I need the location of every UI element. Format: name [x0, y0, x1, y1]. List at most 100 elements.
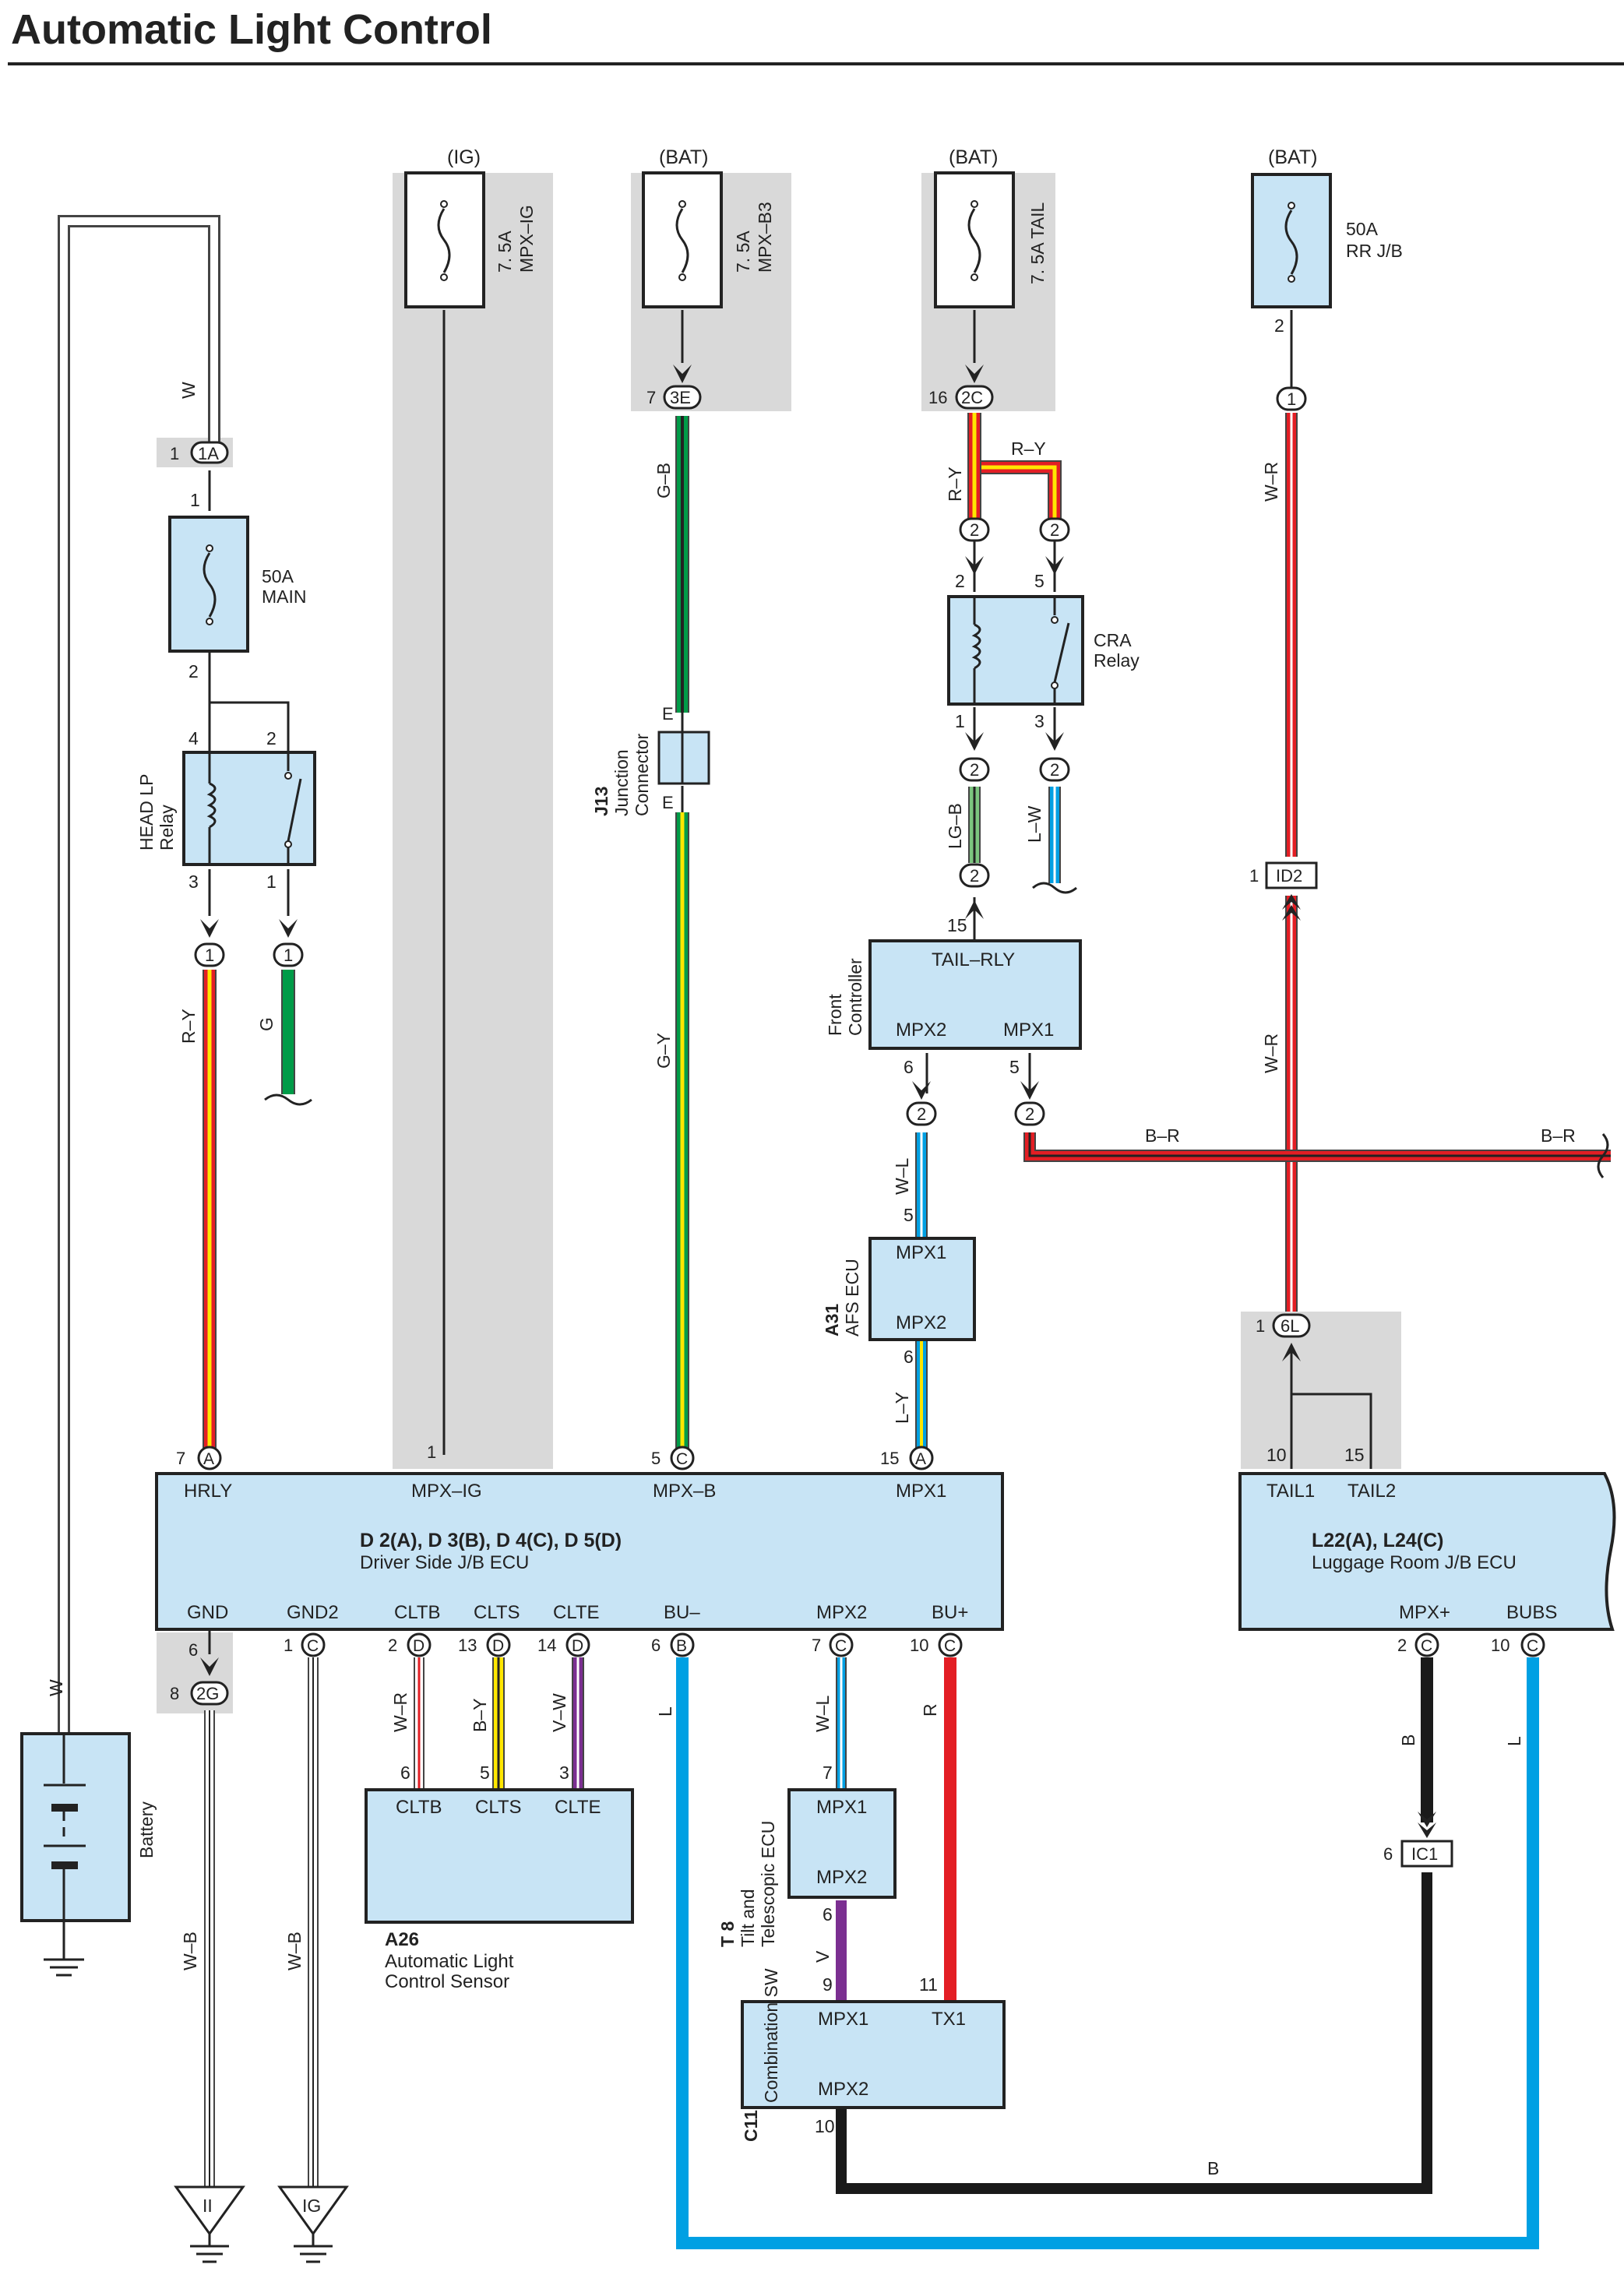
wire-label-r-y-head: R–Y	[178, 1009, 199, 1044]
ecu-pin-c-gnd2-conn: C	[307, 1637, 319, 1655]
driver-ecu-line2: Driver Side J/B ECU	[360, 1552, 529, 1573]
ecu-pin-c-mpx2-conn: C	[835, 1637, 847, 1655]
connector-ic1-name: IC1	[1411, 1844, 1438, 1864]
front-controller-mpx1: MPX1	[1003, 1020, 1054, 1041]
fuse-main-rating: 50A	[262, 566, 294, 586]
connector-2-c-name: 2	[970, 760, 979, 780]
j13-label-b: Connector	[632, 734, 652, 816]
comb-sw-tx1: TX1	[932, 2009, 966, 2030]
driver-ecu-clte: CLTE	[553, 1602, 600, 1623]
luggage-ecu-line1: L22(A), L24(C)	[1312, 1530, 1443, 1551]
j13-code: J13	[591, 787, 611, 816]
ecu-pin-c-mpx2	[829, 1632, 854, 1657]
luggage-ecu-line2: Luggage Room J/B ECU	[1312, 1552, 1517, 1573]
luggage-pin-c-bubs-conn: C	[1527, 1637, 1538, 1655]
tilt-ecu-pin-7: 7	[823, 1763, 833, 1783]
tilt-ecu-mpx2: MPX2	[816, 1867, 867, 1888]
tilt-telescopic-ecu: MPX1 MPX2 7 6 T 8 Tilt and Telescopic EC…	[717, 1763, 897, 1947]
wire-label-w-top: W	[178, 382, 199, 399]
ecu-pin-c-bu-plus-num: 10	[910, 1636, 928, 1655]
fuse-rr-jb-rating: 50A	[1346, 219, 1379, 239]
ecu-pin-connectors: A 7 1 C 5 A 15 6 C 1 D 2 D 13 D 14 B 6 C…	[176, 1442, 1545, 1660]
fuse-mpx-ig-name: MPX–IG	[516, 205, 537, 273]
connector-id2	[1265, 861, 1318, 889]
head-relay-label-b: Relay	[157, 805, 177, 850]
ecu-pin-c-gnd2	[301, 1632, 326, 1657]
afs-ecu-name: AFS ECU	[842, 1259, 862, 1336]
comb-sw-mpx2: MPX2	[818, 2079, 868, 2100]
wire-label-w-left: W	[46, 1679, 66, 1696]
ecu-pin-d-clts	[486, 1632, 511, 1657]
luggage-pin-c-mpx-plus-conn: C	[1421, 1637, 1432, 1655]
fuse-rr-jb-name: RR J/B	[1346, 241, 1403, 261]
cra-relay-pin-1: 1	[955, 711, 965, 731]
wire-label-w-r-mid: W–R	[1261, 1034, 1281, 1073]
comb-sw-code: C11	[741, 2110, 761, 2142]
wire-label-lg-b: LG–B	[945, 803, 965, 849]
ecu-pin-mpx-ig-num: 1	[427, 1442, 436, 1462]
ecu-pin-a-hrly	[197, 1446, 222, 1470]
luggage-pin-c-mpx-plus	[1414, 1632, 1439, 1657]
driver-ecu-cltb: CLTB	[394, 1602, 441, 1623]
connector-2c-name: 2C	[961, 388, 983, 407]
connector-id2-name: ID2	[1276, 866, 1302, 886]
connector-2-g	[1014, 1101, 1045, 1126]
sensor-clte: CLTE	[555, 1797, 601, 1818]
tilt-ecu-mpx1: MPX1	[816, 1797, 867, 1818]
front-controller-label-b: Controller	[845, 958, 865, 1036]
driver-ecu-gnd: GND	[187, 1602, 228, 1623]
connector-3e	[663, 385, 702, 410]
wire-label-w-l-fc: W–L	[892, 1158, 912, 1196]
battery: Battery	[20, 1732, 157, 1977]
wire-label-g-head: G	[256, 1017, 277, 1031]
ecu-pin-c-bu-plus-conn: C	[944, 1637, 956, 1655]
ecu-pin-d-cltb-num: 2	[388, 1636, 397, 1655]
ground-ii: II	[174, 2185, 245, 2263]
tilt-ecu-code: T 8	[717, 1921, 738, 1947]
ecu-pin-c-mpxb-conn: C	[676, 1450, 688, 1468]
ecu-pin-c-mpxb	[670, 1446, 695, 1470]
luggage-pin-c-mpx-plus-num: 2	[1397, 1636, 1407, 1655]
connector-1a	[190, 441, 229, 464]
comb-sw-pin-11: 11	[919, 1974, 938, 1995]
wire-label-w-r-sensor: W–R	[390, 1692, 410, 1732]
fuse-mpx-ig: 7. 5A MPX–IG	[404, 171, 537, 308]
wire-label-w-b-1: W–B	[180, 1932, 200, 1970]
fuse-tail: 7. 5A TAIL	[934, 171, 1048, 308]
supply-ig: (IG)	[447, 146, 481, 168]
tilt-ecu-pin-6: 6	[823, 1904, 833, 1925]
ecu-pin-b-bu-minus	[670, 1632, 695, 1657]
driver-ecu-hrly: HRLY	[184, 1481, 232, 1502]
head-relay-pin-4: 4	[188, 728, 199, 748]
cra-relay: CRA Relay 2 5 1 3	[947, 571, 1140, 731]
tilt-ecu-label-b: Telescopic ECU	[758, 1821, 778, 1947]
connector-2-c	[959, 757, 990, 782]
fuse-main-name: MAIN	[262, 586, 307, 607]
wire-label-l-bubs: L	[1504, 1736, 1524, 1746]
front-controller-label-a: Front	[825, 994, 845, 1036]
ecu-pin-a-mpx1	[909, 1446, 934, 1470]
luggage-pin-c-bubs-num: 10	[1491, 1636, 1510, 1655]
luggage-ecu-tail1: TAIL1	[1266, 1481, 1315, 1502]
comb-sw-name: Combination SW	[761, 1968, 781, 2103]
luggage-pin-c-bubs	[1520, 1632, 1545, 1657]
ecu-pin-d-clts-num: 13	[458, 1636, 477, 1655]
ground-ig: IG	[277, 2185, 349, 2263]
wire-w-loop	[58, 215, 220, 1734]
connector-2g-name: 2G	[196, 1684, 219, 1703]
page-title: Automatic Light Control	[11, 6, 492, 53]
driver-ecu-bu-plus: BU+	[932, 1602, 968, 1623]
sensor-pin-6: 6	[400, 1763, 410, 1783]
driver-side-jb-ecu: D 2(A), D 3(B), D 4(C), D 5(D) Driver Si…	[155, 1472, 1004, 1631]
j13-e-bottom: E	[662, 793, 674, 812]
comb-sw-pin-10: 10	[815, 2116, 835, 2136]
ecu-pin-d-cltb-conn: D	[413, 1637, 424, 1655]
connector-2c	[955, 385, 994, 410]
connector-2-b	[1039, 517, 1070, 542]
wire-label-v-tilt: V	[812, 1950, 833, 1963]
afs-ecu-pin-5: 5	[904, 1205, 914, 1225]
wire-label-b-y: B–Y	[470, 1699, 490, 1732]
sensor-clts: CLTS	[475, 1797, 522, 1818]
wire-label-r-bu: R	[920, 1703, 940, 1717]
